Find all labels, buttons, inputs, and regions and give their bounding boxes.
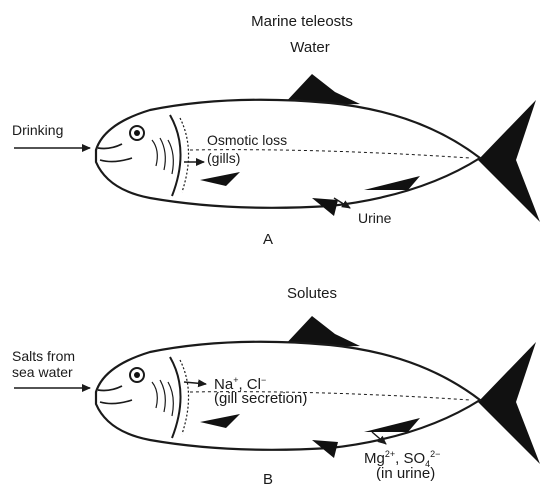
fish-a (96, 74, 540, 222)
panel-a-letter: A (263, 232, 273, 248)
panel-b-letter: B (263, 472, 273, 488)
sea-water-label: sea water (12, 364, 73, 380)
in-urine-label: (in urine) (376, 466, 435, 482)
diagram-title: Marine teleosts (251, 14, 353, 30)
chloride-charge: − (261, 375, 266, 385)
salts-from-label: Salts from (12, 348, 75, 364)
panel-b-heading: Solutes (287, 286, 337, 302)
osmotic-loss-label: Osmotic loss (207, 132, 287, 148)
gill-secretion-label: (gill secretion) (214, 391, 307, 407)
magnesium-charge: 2+ (385, 449, 395, 459)
urine-label: Urine (358, 210, 391, 226)
fish-b (96, 316, 540, 464)
panel-a-heading: Water (290, 40, 329, 56)
gills-label: (gills) (207, 150, 240, 166)
drinking-label: Drinking (12, 122, 63, 138)
sulfate-charge: 2− (430, 449, 440, 459)
